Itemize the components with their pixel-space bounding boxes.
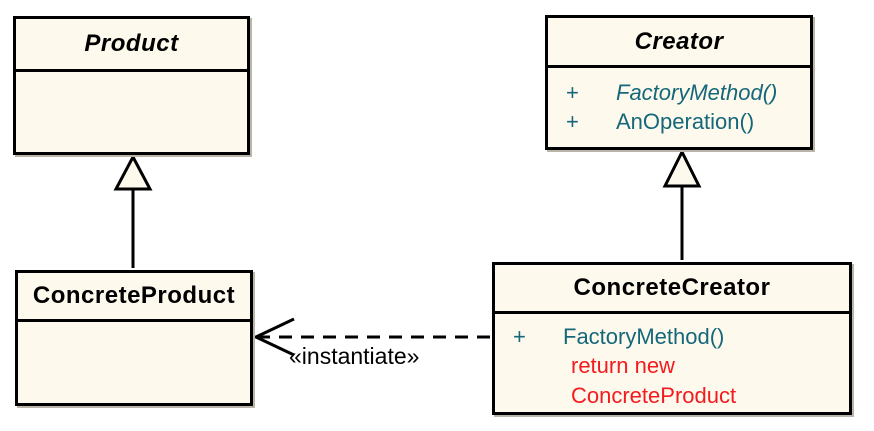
class-title-concrete-creator: ConcreteCreator bbox=[495, 265, 849, 314]
visibility-marker: + bbox=[566, 109, 579, 134]
class-box-concrete-creator[interactable]: ConcreteCreator + FactoryMethod() return… bbox=[492, 262, 852, 415]
class-title-product: Product bbox=[16, 19, 247, 72]
class-body-concrete-creator: + FactoryMethod() return new ConcretePro… bbox=[495, 314, 849, 411]
class-title-concrete-product: ConcreteProduct bbox=[18, 273, 250, 322]
method-name: AnOperation() bbox=[616, 109, 755, 134]
class-body-creator: + FactoryMethod() + AnOperation() bbox=[548, 68, 810, 136]
class-box-concrete-product[interactable]: ConcreteProduct bbox=[15, 270, 253, 406]
class-box-product[interactable]: Product bbox=[13, 16, 250, 155]
method-factorymethod-abstract: + FactoryMethod() bbox=[548, 78, 810, 107]
pseudocode-note-line-2: ConcreteProduct bbox=[571, 383, 737, 408]
method-factorymethod: + FactoryMethod() bbox=[495, 322, 849, 351]
class-box-creator[interactable]: Creator + FactoryMethod() + AnOperation(… bbox=[545, 15, 813, 150]
method-name: FactoryMethod() bbox=[563, 324, 725, 349]
visibility-marker: + bbox=[513, 324, 526, 349]
method-name: FactoryMethod() bbox=[616, 80, 778, 105]
generalization-triangle-icon-creator bbox=[662, 148, 702, 188]
visibility-marker: + bbox=[566, 80, 579, 105]
generalization-triangle-icon-product bbox=[113, 153, 153, 191]
pseudocode-note-line-1: return new bbox=[571, 353, 675, 378]
method-anoperation: + AnOperation() bbox=[548, 107, 810, 136]
class-title-creator: Creator bbox=[548, 18, 810, 68]
instantiate-stereotype-label: «instantiate» bbox=[289, 343, 420, 369]
